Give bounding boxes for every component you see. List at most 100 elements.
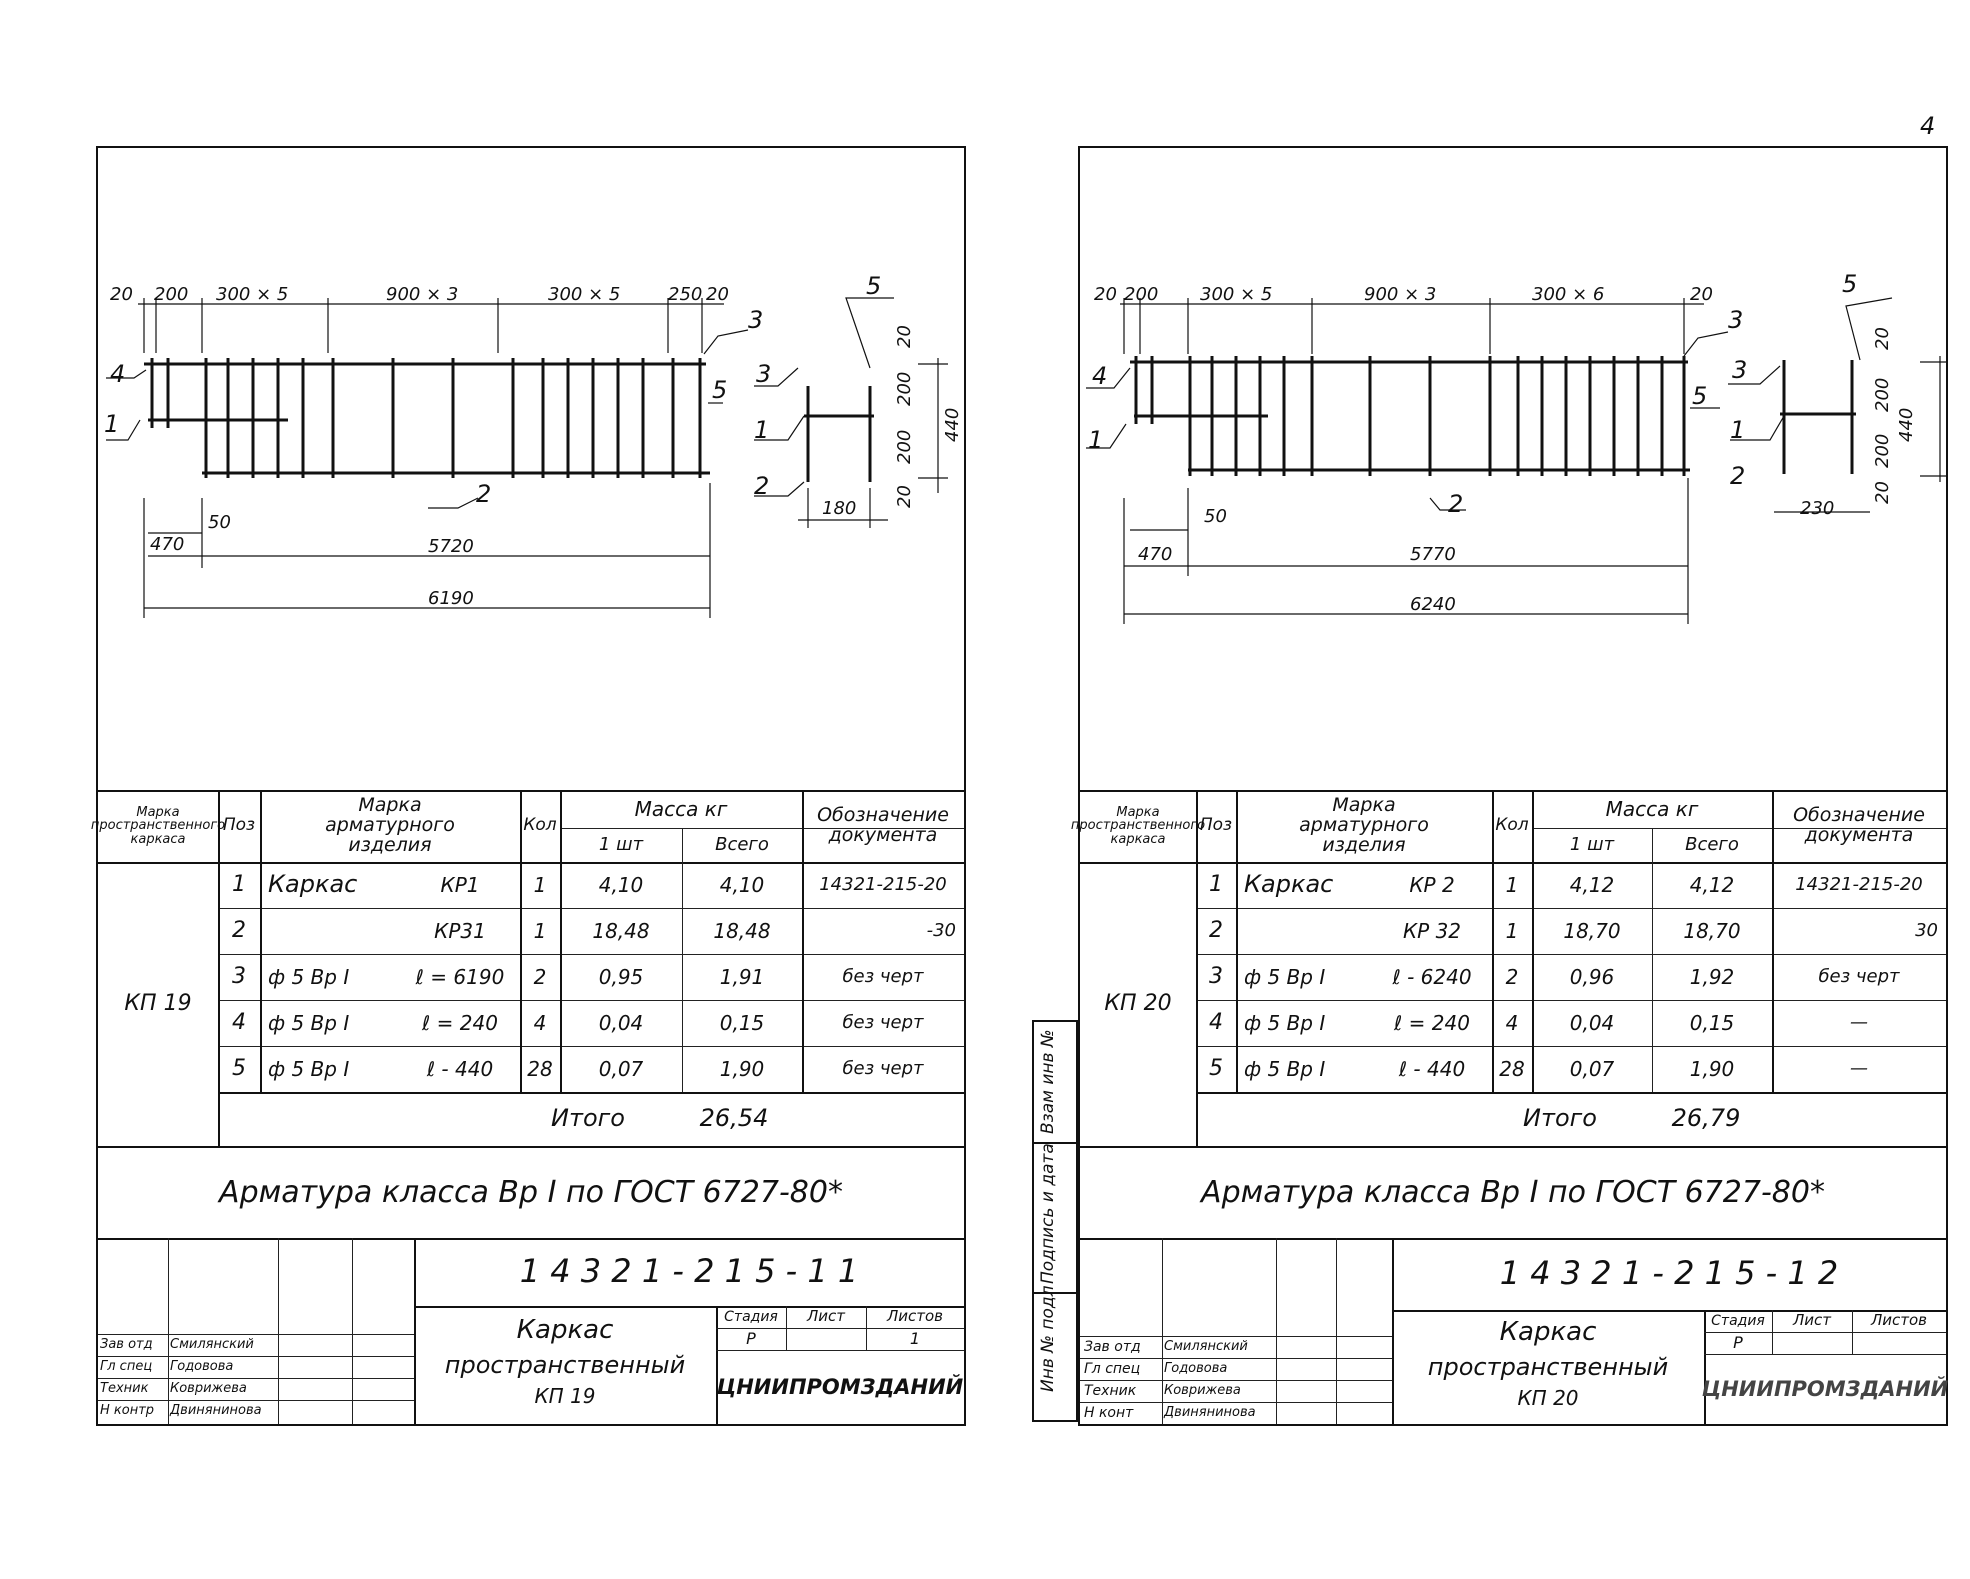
sec-dim-230: 230: [1800, 498, 1834, 519]
doc-code: 1 4 3 2 1 - 2 1 5 - 1 1: [519, 1252, 859, 1291]
staff-name: Коврижева: [1164, 1383, 1241, 1399]
frame-drawing-left: 20 200 300 × 5 900 × 3 300 × 5 250 20 50…: [104, 272, 963, 618]
frame-mark: КП 20: [1104, 991, 1172, 1017]
title-block-left: 1 4 3 2 1 - 2 1 5 - 1 1 Каркас пространс…: [98, 1238, 964, 1424]
staff-role: Зав отд: [1084, 1338, 1141, 1355]
side-stamp: Инв № подл Подпись и дата Взам инв №: [1032, 1020, 1078, 1422]
hdr-mark: Марка пространственного каркаса: [90, 804, 226, 847]
callout-1: 1: [1088, 426, 1103, 454]
drawing-sheet-left: 20 200 300 × 5 900 × 3 300 × 5 250 20 50…: [90, 146, 966, 1426]
callout-sec-1: 1: [1730, 416, 1745, 444]
total-label: Итого: [551, 1104, 625, 1133]
staff-role: Техник: [1084, 1382, 1137, 1399]
dim-900x3: 900 × 3: [386, 284, 458, 305]
hdr-pos: Поз: [222, 815, 256, 836]
sec-dim-180: 180: [822, 498, 856, 519]
sec-dim-20b: 20: [894, 485, 915, 508]
dim-20a: 20: [1094, 284, 1117, 305]
steel-note: Арматура класса Вр I по ГОСТ 6727-80*: [1201, 1175, 1825, 1211]
org-name: ЦНИИПРОМЗДАНИЙ: [716, 1374, 964, 1399]
title-line3: КП 20: [1517, 1385, 1579, 1410]
callout-sec-3: 3: [1732, 356, 1747, 384]
staff-role: Гл спец: [1084, 1360, 1141, 1377]
hdr-doc: Обозначение документа: [817, 804, 949, 846]
title-block-right: 1 4 3 2 1 - 2 1 5 - 1 2 Каркас пространс…: [1080, 1238, 1949, 1424]
dim-250: 250: [668, 284, 702, 305]
staff-name: Двинянинова: [170, 1403, 262, 1419]
frame-drawing-right: 20 200 300 × 5 900 × 3 300 × 6 20 50 470…: [1086, 270, 1946, 624]
sheets-count: 1: [909, 1328, 921, 1348]
dim-20a: 20: [110, 284, 133, 305]
title-line2: пространственный: [444, 1351, 686, 1380]
dim-470: 470: [150, 534, 184, 555]
spec-table-left: Марка пространственного каркаса Поз Марк…: [90, 790, 964, 1146]
staff-role: Зав отд: [100, 1337, 153, 1353]
stage-value: Р: [746, 1328, 756, 1348]
total-value: 26,79: [1671, 1104, 1741, 1133]
staff-role: Гл спец: [100, 1359, 153, 1375]
page-number: 4: [1920, 112, 1936, 140]
sheet-label: Лист: [1792, 1311, 1831, 1330]
callout-2: 2: [1448, 490, 1463, 518]
sec-dim-440: 440: [942, 408, 963, 442]
drawing-sheet-right: 20 200 300 × 5 900 × 3 300 × 6 20 50 470…: [1070, 146, 1949, 1426]
spec-table-right: Марка пространственного каркаса Поз Марк…: [1070, 790, 1946, 1146]
callout-5: 5: [1692, 382, 1707, 410]
staff-role: Техник: [100, 1381, 149, 1397]
hdr-mass-unit: 1 шт: [598, 833, 644, 855]
callout-4: 4: [110, 360, 125, 388]
sec-dim-20a: 20: [1872, 327, 1893, 350]
callout-sec-1: 1: [754, 416, 769, 444]
total-label: Итого: [1523, 1104, 1597, 1133]
side-stamp-replace: Взам инв №: [1038, 1029, 1058, 1134]
hdr-mass-total: Всего: [715, 833, 769, 855]
side-stamp-sign: Подпись и дата: [1038, 1143, 1058, 1284]
hdr-mass: Масса кг: [634, 796, 728, 821]
sec-dim-200a: 200: [1872, 378, 1893, 412]
title-line1: Каркас: [516, 1315, 614, 1346]
dim-200: 200: [1124, 284, 1158, 305]
sec-dim-200a: 200: [894, 372, 915, 406]
dim-300x6: 300 × 6: [1532, 284, 1604, 305]
callout-3: 3: [748, 306, 763, 334]
hdr-mass-total: Всего: [1685, 833, 1739, 855]
staff-role: Н контр: [100, 1403, 155, 1419]
dim-900x3: 900 × 3: [1364, 284, 1436, 305]
sec-dim-440: 440: [1896, 408, 1917, 442]
hdr-mass-unit: 1 шт: [1569, 833, 1615, 855]
callout-sec-2: 2: [754, 472, 769, 500]
steel-note: Арматура класса Вр I по ГОСТ 6727-80*: [219, 1175, 843, 1211]
hdr-mass: Масса кг: [1605, 796, 1699, 821]
hdr-mark: Марка пространственного каркаса: [1070, 804, 1206, 847]
sec-dim-20b: 20: [1872, 481, 1893, 504]
org-name: ЦНИИПРОМЗДАНИЙ: [1701, 1376, 1949, 1401]
sheets-label: Листов: [886, 1307, 944, 1326]
sec-dim-20a: 20: [894, 325, 915, 348]
hdr-item: Марка арматурного изделия: [1299, 794, 1429, 856]
callout-5: 5: [712, 376, 727, 404]
staff-name: Годовова: [170, 1359, 234, 1375]
dim-5720: 5720: [428, 536, 474, 557]
callout-4: 4: [1092, 362, 1107, 390]
callout-sec-5: 5: [866, 272, 881, 300]
title-line2: пространственный: [1427, 1353, 1669, 1382]
dim-300x5: 300 × 5: [1200, 284, 1272, 305]
hdr-qty: Кол: [523, 815, 557, 836]
dim-300x5b: 300 × 5: [548, 284, 620, 305]
sheets-label: Листов: [1870, 1311, 1928, 1330]
callout-1: 1: [104, 410, 119, 438]
staff-name: Коврижева: [170, 1381, 247, 1397]
staff-role: Н конт: [1084, 1404, 1134, 1421]
hdr-item: Марка арматурного изделия: [325, 794, 455, 856]
callout-sec-5: 5: [1842, 270, 1857, 298]
dim-20b: 20: [706, 284, 729, 305]
staff-name: Смилянский: [170, 1337, 254, 1353]
title-line3: КП 19: [534, 1383, 596, 1408]
side-stamp-inv: Инв № подл: [1038, 1285, 1058, 1392]
dim-6240: 6240: [1410, 594, 1456, 615]
frame-mark: КП 19: [124, 991, 192, 1017]
staff-name: Годовова: [1164, 1361, 1228, 1377]
hdr-pos: Поз: [1199, 815, 1233, 836]
dim-5770: 5770: [1410, 544, 1456, 565]
total-value: 26,54: [699, 1104, 769, 1133]
